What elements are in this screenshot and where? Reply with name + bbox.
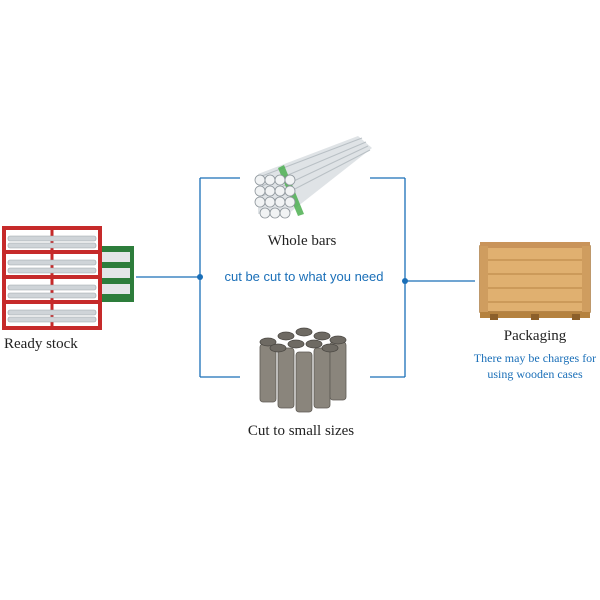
junction-dot-right xyxy=(402,278,408,284)
connector-label: cut be cut to what you need xyxy=(224,269,384,284)
junction-dot-left xyxy=(197,274,203,280)
packaging-note: There may be charges for using wooden ca… xyxy=(450,350,600,382)
packaging-note-line1: There may be charges for xyxy=(473,351,597,365)
whole-bars-label: Whole bars xyxy=(267,233,337,249)
cut-billets-icon xyxy=(259,327,347,413)
packaging-note-line2: using wooden cases xyxy=(487,367,583,381)
ready-stock-label: Ready stock xyxy=(4,336,78,352)
aluminum-bars-icon xyxy=(254,136,372,219)
storage-rack-icon xyxy=(2,226,134,330)
wooden-crate-icon xyxy=(479,242,591,320)
packaging-label: Packaging xyxy=(503,328,567,344)
small-sizes-label: Cut to small sizes xyxy=(247,423,355,439)
